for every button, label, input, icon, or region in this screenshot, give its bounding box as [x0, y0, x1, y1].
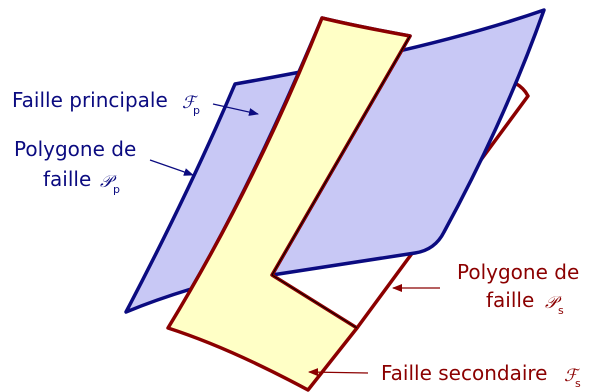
- secondary-fault-label-text: Faille secondaire: [381, 361, 547, 385]
- secondary-fault-label: Faille secondaire ℱ s: [381, 361, 581, 390]
- main-polygon-arrow: [150, 160, 193, 175]
- secondary-polygon-label-line1: Polygone de: [457, 260, 579, 284]
- main-polygon-label: Polygone de faille 𝒫 p: [14, 137, 136, 196]
- secondary-polygon-label-line2: faille: [486, 288, 534, 312]
- secondary-polygon-subscript: s: [558, 304, 564, 317]
- secondary-polygon-label: Polygone de faille 𝒫 s: [457, 260, 579, 317]
- main-polygon-label-line2: faille: [43, 167, 91, 191]
- secondary-fault-subscript: s: [575, 377, 581, 390]
- main-polygon-subscript: p: [113, 183, 120, 196]
- main-fault-subscript: p: [193, 104, 200, 117]
- main-fault-label-text: Faille principale: [12, 88, 168, 112]
- main-fault-label: Faille principale ℱ p: [12, 88, 200, 117]
- main-polygon-label-line1: Polygone de: [14, 137, 136, 161]
